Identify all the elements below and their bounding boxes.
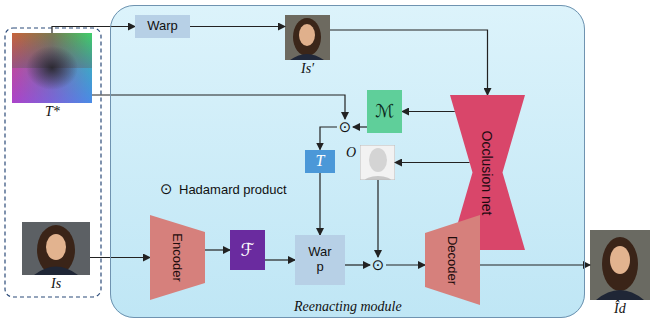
shape-fill [425, 215, 480, 305]
process-box: ℱ [230, 230, 265, 270]
rotated-label: Decoder [445, 235, 460, 284]
hadamard-symbol: ⊙ [339, 119, 352, 135]
hadamard-symbol: ⊙ [160, 180, 173, 198]
source-face [22, 222, 90, 275]
process-box: ℳ [367, 90, 402, 133]
flow-map [12, 33, 92, 103]
module-panel: Reenacting moduleWarpIs′Occlusion net⊙ℳT… [110, 5, 585, 318]
decoder-trapezoid: Decoder [425, 215, 480, 305]
image-caption: Is′ [301, 61, 314, 77]
box-label: T [316, 152, 325, 170]
hadamard-node: ⊙ [337, 119, 353, 135]
image-node: Is′ [285, 15, 330, 60]
image-node: Îd [590, 230, 650, 300]
process-box: War p [295, 235, 345, 285]
box-label: ℱ [240, 240, 254, 261]
arrow-connector [90, 257, 150, 258]
output-face [590, 230, 650, 300]
rotated-label: Occlusion net [480, 130, 496, 215]
shape-fill [150, 215, 205, 300]
rotated-label: Encoder [170, 233, 185, 281]
arrow-connector [319, 173, 320, 236]
hadamard-symbol: ⊙ [372, 257, 385, 273]
arrow-connector [205, 249, 230, 250]
arrow-connector [353, 126, 367, 127]
arrow-connector [377, 180, 378, 257]
arrow-connector [330, 30, 488, 95]
arrow-connector [190, 26, 285, 27]
image-node: Is [22, 222, 90, 275]
module-panel [110, 5, 585, 318]
arrow-connector [92, 95, 345, 119]
box-label: Warp [147, 19, 178, 34]
encoder-trapezoid: Encoder [150, 215, 205, 300]
image-node: T* [12, 33, 92, 103]
arrow-connector [402, 111, 455, 112]
arrow-connector [480, 264, 590, 265]
image-caption: T* [45, 104, 60, 120]
process-box: Warp [135, 15, 190, 38]
image-caption: Îd [614, 301, 626, 317]
image-caption: Is [51, 276, 61, 292]
box-label: ℳ [375, 101, 394, 122]
occlusion-map [360, 145, 395, 180]
arrow-connector [52, 27, 135, 34]
legend-note: Hadamard product [179, 182, 287, 197]
arrow-connector [386, 264, 425, 265]
image-caption: O [346, 145, 356, 161]
arrow-connector [345, 264, 370, 265]
arrow-connector [320, 127, 337, 150]
image-node: O [360, 145, 395, 180]
input-bracket [5, 28, 101, 297]
arrow-connector [395, 162, 470, 163]
warped-face [285, 15, 330, 60]
box-label: War p [305, 245, 335, 275]
process-box: T [305, 150, 335, 173]
module-title: Reenacting module [294, 299, 402, 315]
arrow-connector [265, 259, 295, 260]
hadamard-node: ⊙ [370, 257, 386, 273]
